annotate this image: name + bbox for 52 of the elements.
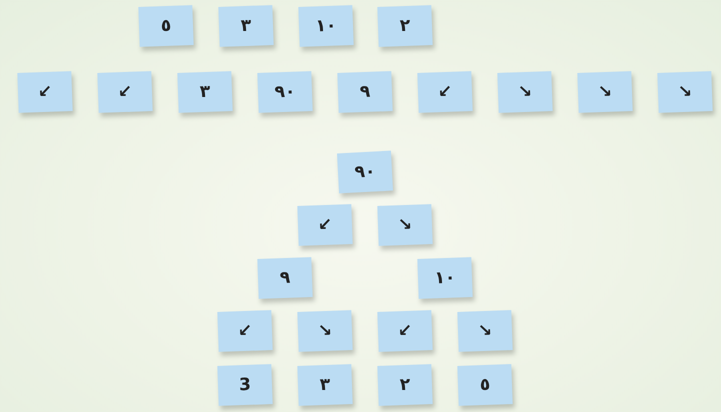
- note-text: ٩: [280, 269, 290, 287]
- sticky-note: [217, 310, 273, 352]
- note-text: ↙: [118, 83, 132, 101]
- note-text: ٣: [200, 83, 210, 101]
- sticky-note: [337, 150, 393, 194]
- sticky-note: [177, 71, 233, 113]
- note-text: ↙: [398, 322, 412, 340]
- note-text: ↘: [398, 216, 412, 234]
- sticky-note: [297, 204, 353, 246]
- note-text: ↘: [318, 322, 332, 340]
- sticky-note: [97, 71, 153, 113]
- sticky-note: [377, 310, 433, 352]
- note-text: ٢: [400, 17, 410, 35]
- note-text: ٣: [240, 17, 252, 35]
- note-text: ↙: [238, 322, 252, 340]
- sticky-note: [337, 71, 393, 113]
- sticky-note: [138, 5, 194, 47]
- sticky-note: [417, 71, 473, 113]
- sticky-note: [577, 71, 633, 113]
- sticky-note: [217, 364, 273, 406]
- sticky-note: [257, 257, 313, 299]
- note-text: ↙: [318, 216, 332, 234]
- sticky-note: [497, 71, 553, 113]
- sticky-note: [377, 204, 433, 246]
- note-text: ↘: [598, 83, 612, 101]
- sticky-note: [377, 364, 433, 406]
- note-text: ٢: [400, 376, 410, 394]
- sticky-note: [457, 310, 513, 352]
- note-text: ↘: [478, 322, 492, 340]
- sticky-note: [297, 364, 353, 406]
- note-text: ↙: [38, 83, 52, 101]
- sticky-note: [17, 71, 73, 113]
- sticky-note: [297, 310, 353, 352]
- note-text: ١٠: [434, 269, 456, 287]
- note-text: ٩٠: [274, 83, 296, 101]
- note-text: ٥: [480, 376, 490, 394]
- sticky-note: [298, 5, 354, 47]
- note-text: ١٠: [315, 17, 337, 35]
- note-text: ٣: [320, 376, 330, 394]
- note-text: ↙: [438, 83, 452, 101]
- sticky-note: [218, 5, 274, 47]
- sticky-note: [457, 364, 513, 406]
- note-text: ↘: [678, 83, 692, 101]
- note-text: ٩٠: [354, 162, 376, 182]
- sticky-note: [377, 5, 433, 47]
- note-text: ٥: [160, 17, 172, 35]
- note-text: 3: [238, 376, 252, 394]
- sticky-note: [417, 257, 473, 299]
- note-text: ↘: [518, 83, 532, 101]
- sticky-note: [657, 71, 713, 113]
- sticky-note: [257, 71, 313, 113]
- note-text: ٩: [360, 83, 370, 101]
